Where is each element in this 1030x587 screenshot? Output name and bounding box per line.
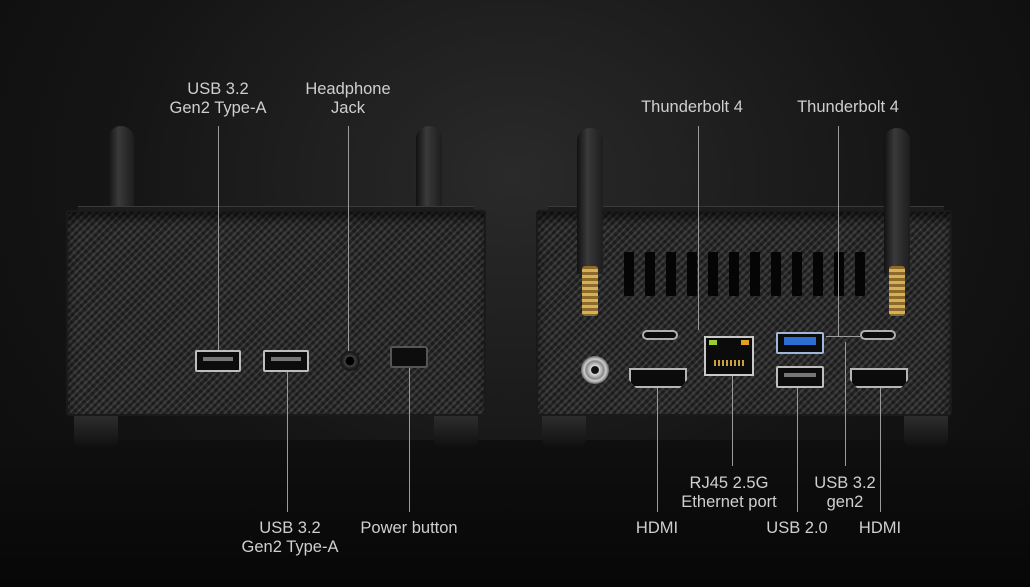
hdmi-port-left: [629, 368, 687, 388]
floor-reflection: [0, 440, 1030, 587]
vent-slot: [687, 252, 697, 296]
line-tb-right-horizontal: [826, 336, 862, 337]
antenna-connector-left: [582, 266, 598, 316]
line-headphone: [348, 126, 349, 351]
label-hdmi-left: HDMI: [635, 519, 679, 537]
antenna-left: [577, 128, 603, 274]
vent-slot: [708, 252, 718, 296]
headphone-jack: [340, 351, 360, 371]
vent-slot: [645, 252, 655, 296]
line-usb32: [845, 342, 846, 466]
case: [66, 210, 486, 416]
antenna-left: [108, 126, 134, 216]
vent-slot: [813, 252, 823, 296]
vent-slot: [855, 252, 865, 296]
usb32-port: [776, 332, 824, 354]
line-usb20: [797, 388, 798, 512]
label-thunderbolt-left: Thunderbolt 4: [641, 98, 743, 116]
label-thunderbolt-right: Thunderbolt 4: [797, 98, 899, 116]
label-power-button: Power button: [360, 519, 458, 537]
label-usb20: USB 2.0: [766, 519, 828, 537]
antenna-right: [884, 128, 910, 274]
power-button: [390, 346, 428, 368]
lid: [548, 206, 944, 213]
vent-slot: [624, 252, 634, 296]
usb20-port: [776, 366, 824, 388]
line-rj45: [732, 376, 733, 466]
usb-port-2: [263, 350, 309, 372]
line-hdmi-right: [880, 388, 881, 512]
line-usb-top: [218, 126, 219, 350]
label-rj45: RJ45 2.5G Ethernet port: [681, 474, 777, 511]
vent-slot: [792, 252, 802, 296]
usb-port-1: [195, 350, 241, 372]
antenna-right: [416, 126, 442, 216]
label-hdmi-right: HDMI: [858, 519, 902, 537]
foot-right: [904, 416, 948, 446]
foot-left: [74, 416, 118, 446]
line-tb-right: [838, 126, 839, 336]
foot-left: [542, 416, 586, 446]
ethernet-port: [704, 336, 754, 376]
antenna-connector-right: [889, 266, 905, 316]
dc-power-jack: [581, 356, 609, 384]
vent-slot: [666, 252, 676, 296]
line-tb-left: [698, 126, 699, 330]
thunderbolt-port-left: [642, 330, 678, 340]
vent-slot: [771, 252, 781, 296]
line-hdmi-left: [657, 388, 658, 512]
label-usb32-top: USB 3.2 Gen2 Type-A: [169, 80, 267, 117]
label-usb32-bottom: USB 3.2 Gen2 Type-A: [241, 519, 339, 556]
line-power: [409, 368, 410, 512]
vent-slot: [834, 252, 844, 296]
line-usb-bottom: [287, 372, 288, 512]
hdmi-port-right: [850, 368, 908, 388]
foot-right: [434, 416, 478, 446]
thunderbolt-port-right: [860, 330, 896, 340]
vent-slot: [729, 252, 739, 296]
label-usb32-gen2: USB 3.2 gen2: [814, 474, 876, 511]
vent-slot: [750, 252, 760, 296]
label-headphone-jack: Headphone Jack: [305, 80, 391, 117]
lid: [78, 206, 474, 213]
